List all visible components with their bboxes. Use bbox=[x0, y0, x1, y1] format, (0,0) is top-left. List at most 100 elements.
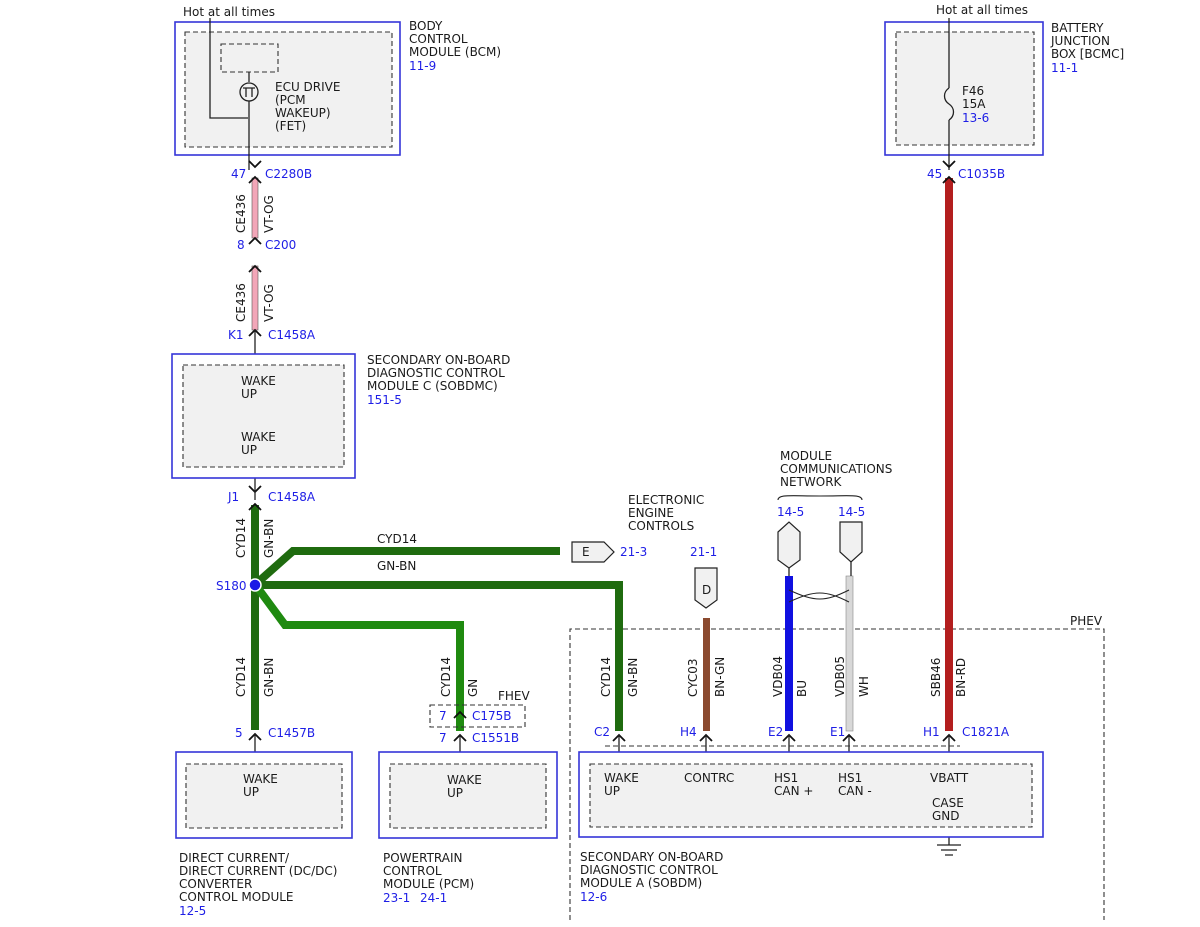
pin-function-label: UP bbox=[241, 443, 257, 457]
circuit-id-label: CE436 bbox=[234, 194, 248, 233]
pcm-inner-box bbox=[389, 763, 547, 829]
pin-number: E1 bbox=[830, 725, 845, 739]
wire-vdb05[interactable] bbox=[846, 576, 853, 731]
connector-id[interactable]: C1458A bbox=[268, 328, 316, 342]
pin-function-label: WAKE bbox=[241, 430, 276, 444]
splice-dot[interactable] bbox=[248, 578, 262, 592]
eec-title: ENGINE bbox=[628, 506, 674, 520]
fuse-rating: 15A bbox=[962, 97, 986, 111]
connector-id[interactable]: C175B bbox=[472, 709, 512, 723]
pin-number: 7 bbox=[439, 709, 447, 723]
pcm-ref-link[interactable]: 24-1 bbox=[420, 891, 447, 905]
twisted-pair-icon bbox=[788, 589, 850, 603]
sobdmc-inner-box bbox=[182, 364, 345, 468]
chevron-up-icon bbox=[942, 175, 956, 184]
bjb-ref-link[interactable]: 11-1 bbox=[1051, 61, 1078, 75]
chevron-up-icon bbox=[248, 502, 262, 511]
pcm-ref-link[interactable]: 23-1 bbox=[383, 891, 410, 905]
wire-cyc03[interactable] bbox=[703, 618, 710, 731]
pin-number: 7 bbox=[439, 731, 447, 745]
wire-cyd14-to-pcm[interactable] bbox=[253, 584, 464, 731]
bcm-name: MODULE (BCM) bbox=[409, 45, 501, 59]
connector-id[interactable]: C1551B bbox=[472, 731, 519, 745]
circuit-id-label: CYD14 bbox=[377, 532, 417, 546]
pin-number: H1 bbox=[923, 725, 940, 739]
wire-ce436-segment[interactable] bbox=[252, 266, 258, 330]
sobdmc-name: SECONDARY ON-BOARD bbox=[367, 353, 510, 367]
connector-id[interactable]: C200 bbox=[265, 238, 296, 252]
pin-function-label: HS1 bbox=[838, 771, 862, 785]
wire-color-label: VT-OG bbox=[262, 284, 276, 322]
sobdmc-name: MODULE C (SOBDMC) bbox=[367, 379, 498, 393]
sobdm-name: DIAGNOSTIC CONTROL bbox=[580, 863, 718, 877]
fuse-ref-link[interactable]: 13-6 bbox=[962, 111, 989, 125]
ground-icon bbox=[937, 844, 961, 856]
connector-chevrons bbox=[248, 160, 956, 742]
pin-number: 8 bbox=[237, 238, 245, 252]
wire-cyd14-to-eec[interactable] bbox=[254, 547, 560, 586]
pin-number: J1 bbox=[227, 490, 239, 504]
wire-color-label: WH bbox=[857, 676, 871, 697]
eec-connector-letter: E bbox=[582, 545, 590, 559]
bjb-name: BATTERY bbox=[1051, 21, 1104, 35]
chevron-down-icon bbox=[248, 160, 262, 169]
pin-function-label: WAKE bbox=[243, 772, 278, 786]
sobdmc-name: DIAGNOSTIC CONTROL bbox=[367, 366, 505, 380]
fhev-box bbox=[429, 704, 526, 728]
wire-ce436-segment[interactable] bbox=[252, 178, 258, 238]
eec-title: CONTROLS bbox=[628, 519, 694, 533]
pin-function-label: WAKE bbox=[241, 374, 276, 388]
bcm-name: BODY bbox=[409, 19, 443, 33]
wires bbox=[251, 178, 953, 731]
sobdmc-ref-link[interactable]: 151-5 bbox=[367, 393, 402, 407]
dcdc-inner-box bbox=[185, 763, 343, 829]
d-connector-ref-link[interactable]: 21-1 bbox=[690, 545, 717, 559]
dcdc-ref-link[interactable]: 12-5 bbox=[179, 904, 206, 918]
mcn-ref-link[interactable]: 14-5 bbox=[777, 505, 804, 519]
connector-id[interactable]: C2280B bbox=[265, 167, 312, 181]
d-connector-shape[interactable] bbox=[694, 567, 718, 609]
wire-color-label: GN-BN bbox=[262, 519, 276, 558]
pin-number: 5 bbox=[235, 726, 243, 740]
connector-id[interactable]: C1821A bbox=[962, 725, 1010, 739]
pin-function-label: CAN - bbox=[838, 784, 872, 798]
bcm-inner-box bbox=[184, 31, 393, 148]
bjb-name: JUNCTION bbox=[1050, 34, 1110, 48]
connector-id[interactable]: C1458A bbox=[268, 490, 316, 504]
wire-sbb46[interactable] bbox=[945, 178, 953, 731]
chevron-down-icon bbox=[942, 160, 956, 169]
mcn-title: MODULE bbox=[780, 449, 832, 463]
chevron-up-icon bbox=[248, 264, 262, 273]
wire-cyd14-to-sobdm[interactable] bbox=[257, 581, 623, 731]
pin-function-label: VBATT bbox=[930, 771, 969, 785]
mcn-connector-shape[interactable] bbox=[839, 521, 863, 563]
eec-ref-link[interactable]: 21-3 bbox=[620, 545, 647, 559]
sobdm-ref-link[interactable]: 12-6 bbox=[580, 890, 607, 904]
connector-id[interactable]: C1035B bbox=[958, 167, 1005, 181]
dcdc-name: CONTROL MODULE bbox=[179, 890, 294, 904]
connector-id[interactable]: C1457B bbox=[268, 726, 315, 740]
mcn-ref-link[interactable]: 14-5 bbox=[838, 505, 865, 519]
splice-label[interactable]: S180 bbox=[216, 579, 247, 593]
bcm-name: CONTROL bbox=[409, 32, 468, 46]
pin-number: C2 bbox=[594, 725, 610, 739]
bcm-ref-link[interactable]: 11-9 bbox=[409, 59, 436, 73]
phev-region-border bbox=[569, 628, 1105, 920]
wire-vdb04[interactable] bbox=[785, 576, 793, 731]
circuit-id-label: SBB46 bbox=[929, 658, 943, 697]
bjb-name: BOX [BCMC] bbox=[1051, 47, 1124, 61]
wire-color-label: GN-BN bbox=[626, 658, 640, 697]
fhev-label: FHEV bbox=[498, 689, 531, 703]
mcn-title: COMMUNICATIONS bbox=[780, 462, 892, 476]
pin-function-label: UP bbox=[604, 784, 620, 798]
dcdc-name: CONVERTER bbox=[179, 877, 252, 891]
eec-connector-shape[interactable] bbox=[571, 541, 615, 563]
pin-function-label: GND bbox=[932, 809, 960, 823]
mcn-connector-shape[interactable] bbox=[777, 521, 801, 569]
pin-function-label: UP bbox=[243, 785, 259, 799]
pin-function-label: CAN + bbox=[774, 784, 813, 798]
d-connector-letter: D bbox=[702, 583, 711, 597]
circuit-id-label: VDB04 bbox=[771, 656, 785, 697]
fuse-label: F46 bbox=[962, 84, 984, 98]
